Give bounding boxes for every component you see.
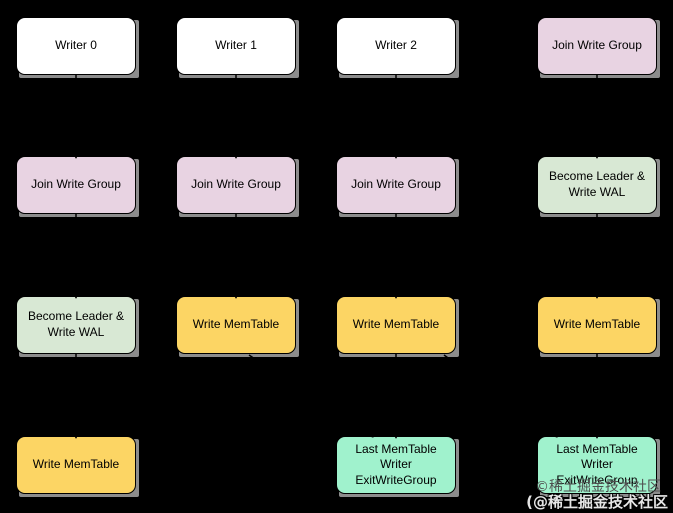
- node-box: Join Write Group: [537, 17, 657, 75]
- node-box: Write MemTable: [537, 296, 657, 354]
- node-box: Writer 2: [336, 17, 456, 75]
- node-writer2-join-write-group: Join Write Group: [336, 156, 459, 217]
- node-writer-0: Writer 0: [16, 17, 139, 78]
- node-group2-write-memtable: Write MemTable: [537, 296, 660, 357]
- node-label: Become Leader & Write WAL: [548, 169, 646, 199]
- node-label: Join Write Group: [351, 177, 441, 192]
- node-writer0-join-write-group: Join Write Group: [16, 156, 139, 217]
- node-box: Write MemTable: [16, 436, 136, 494]
- node-label: Write MemTable: [192, 317, 280, 332]
- node-writer0-write-memtable: Write MemTable: [16, 436, 139, 497]
- node-label: Join Write Group: [31, 177, 121, 192]
- node-label: Write MemTable: [32, 457, 120, 472]
- node-label: Join Write Group: [552, 38, 642, 53]
- watermark-light: (@稀土掘金技术社区: [526, 493, 668, 511]
- node-label: Writer 1: [215, 38, 257, 53]
- node-label: Writer 2: [375, 38, 417, 53]
- node-writer2-last-memtable-writer-exit: Last MemTable Writer ExitWriteGroup: [336, 436, 459, 497]
- watermark-gray: ©稀土掘金技术社区: [535, 479, 661, 495]
- node-label: Write MemTable: [553, 317, 641, 332]
- node-box: Join Write Group: [16, 156, 136, 214]
- node-group2-last-memtable-writer-exit: Last MemTable Writer ExitWriteGroup: [537, 436, 660, 497]
- node-writer0-become-leader-write-wal: Become Leader & Write WAL: [16, 296, 139, 357]
- node-label: Join Write Group: [191, 177, 281, 192]
- node-group2-become-leader-write-wal: Become Leader & Write WAL: [537, 156, 660, 217]
- node-writer1-write-memtable: Write MemTable: [176, 296, 299, 357]
- node-box: Become Leader & Write WAL: [16, 296, 136, 354]
- node-box: Write MemTable: [336, 296, 456, 354]
- node-writer-2: Writer 2: [336, 17, 459, 78]
- node-label: Last MemTable Writer ExitWriteGroup: [556, 441, 638, 487]
- connector: [248, 354, 374, 438]
- node-writer1-join-write-group: Join Write Group: [176, 156, 299, 217]
- node-writer2-write-memtable: Write MemTable: [336, 296, 459, 357]
- node-box: Write MemTable: [176, 296, 296, 354]
- node-group2-join-write-group: Join Write Group: [537, 17, 660, 78]
- node-label: Writer 0: [55, 38, 97, 53]
- node-box: Join Write Group: [176, 156, 296, 214]
- node-box: Writer 0: [16, 17, 136, 75]
- node-label: Write MemTable: [352, 317, 440, 332]
- node-label: Last MemTable Writer ExitWriteGroup: [355, 441, 437, 487]
- node-box: Last MemTable Writer ExitWriteGroup: [537, 436, 657, 494]
- node-box: Become Leader & Write WAL: [537, 156, 657, 214]
- node-writer-1: Writer 1: [176, 17, 299, 78]
- node-box: Last MemTable Writer ExitWriteGroup: [336, 436, 456, 494]
- connector: [443, 354, 558, 438]
- node-box: Join Write Group: [336, 156, 456, 214]
- node-box: Writer 1: [176, 17, 296, 75]
- node-label: Become Leader & Write WAL: [27, 309, 125, 339]
